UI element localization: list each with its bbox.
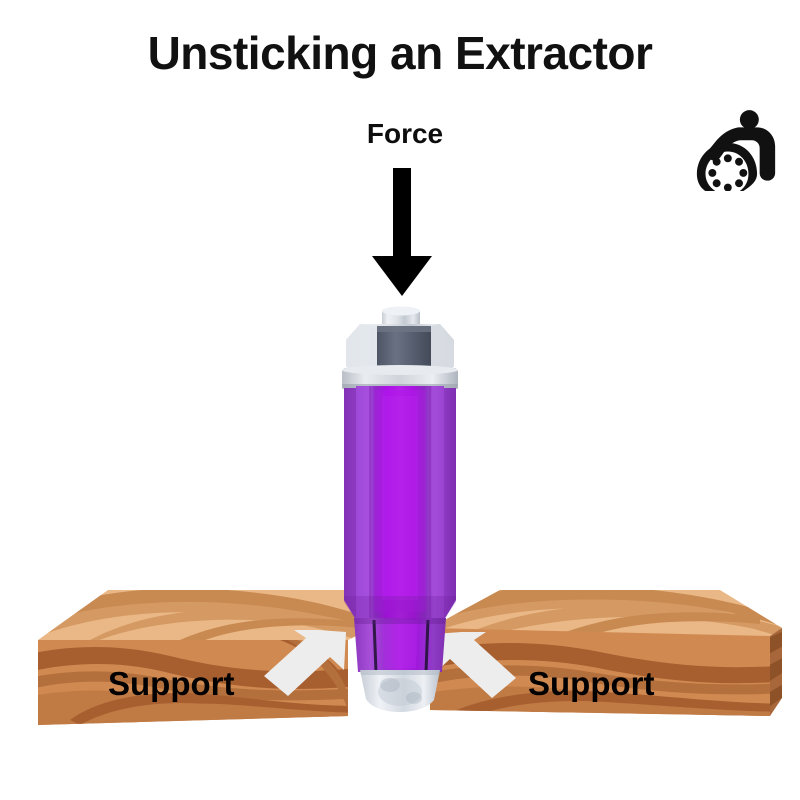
support-pointer-arrow-right-icon — [432, 630, 522, 702]
support-block-right — [430, 582, 790, 732]
tool-collar — [354, 618, 446, 673]
tool-purple-body — [344, 386, 456, 620]
tool-steel-tip — [360, 670, 440, 712]
accessibility-wheelchair-icon — [690, 105, 776, 195]
support-label-left: Support — [108, 665, 235, 702]
extractor-tool — [330, 300, 470, 715]
support-pointer-arrow-left-icon — [258, 628, 348, 700]
support-label-right: Support — [528, 665, 655, 702]
page-title: Unsticking an Extractor — [147, 27, 653, 79]
force-label: Force — [366, 118, 444, 149]
support-block-left — [30, 582, 360, 732]
tool-washer — [342, 365, 458, 389]
force-arrow-down-icon — [360, 168, 450, 298]
